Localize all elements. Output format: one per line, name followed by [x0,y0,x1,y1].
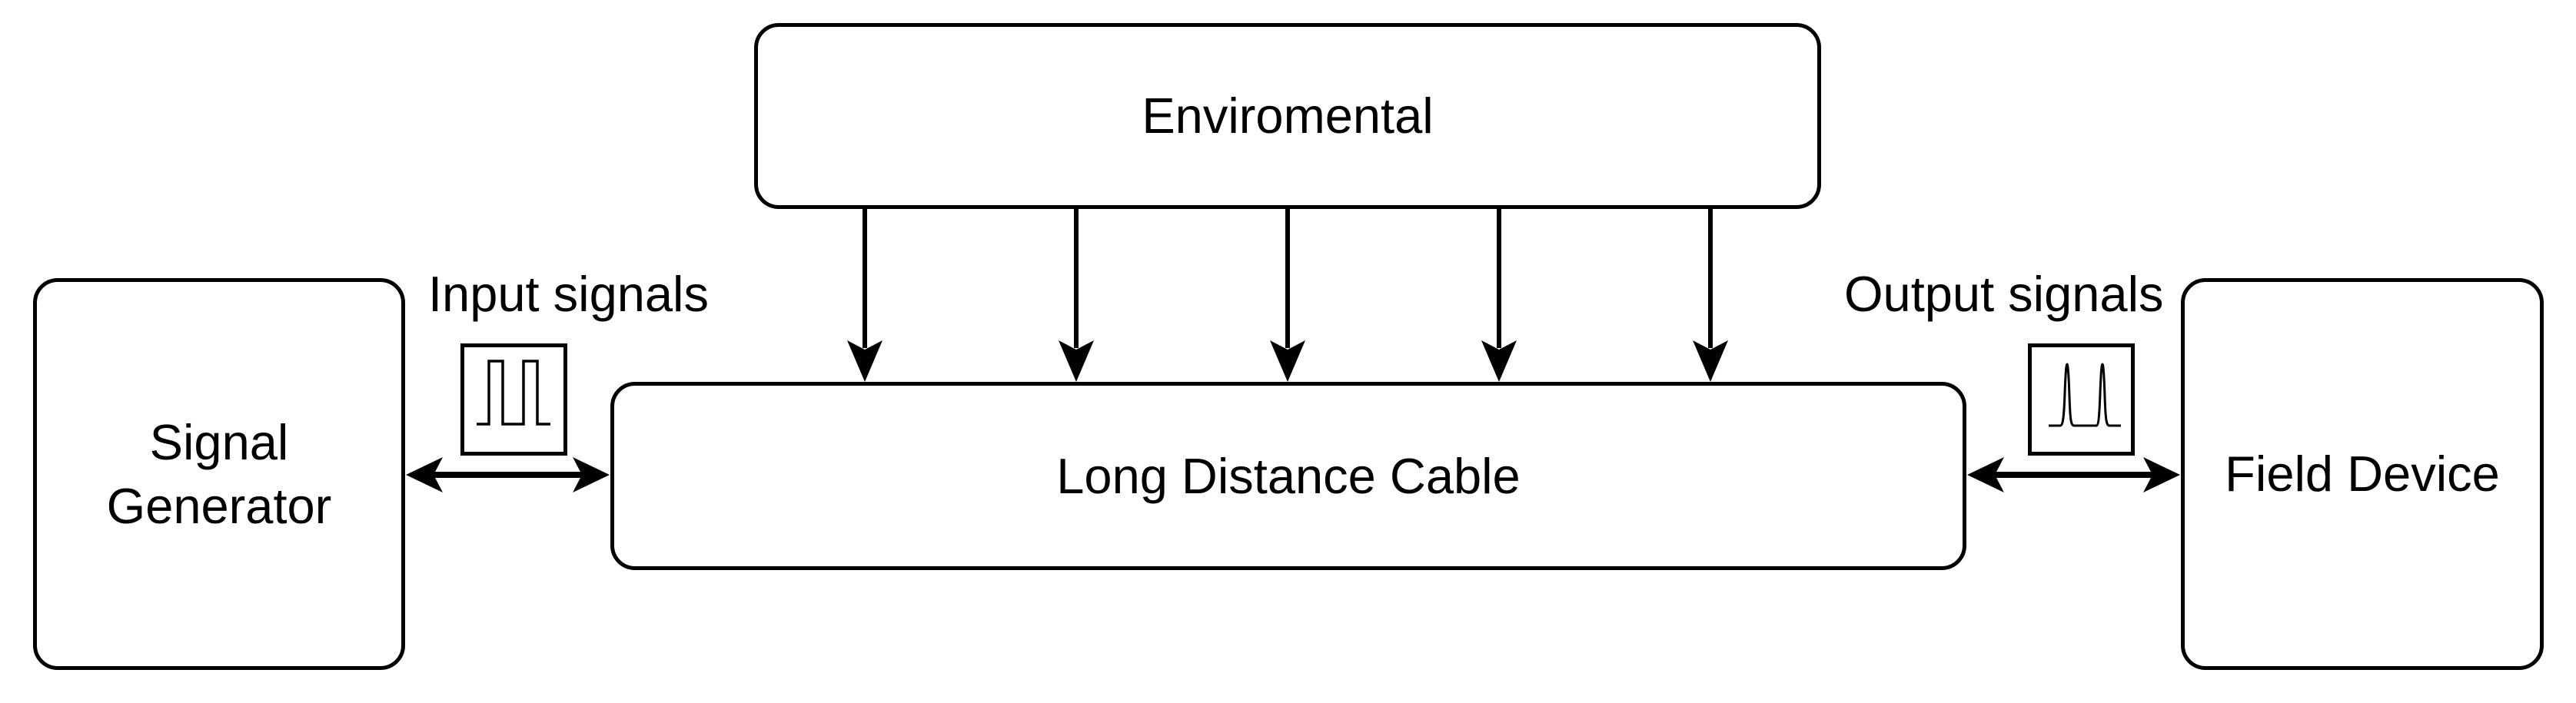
cable-field-device-double-arrow [1967,457,2180,492]
disturbance-arrow [847,208,882,382]
output-signals-label: Output signals [1844,266,2164,322]
field-device-box-label: Field Device [2225,446,2500,502]
environmental-box-label: Enviromental [1142,88,1434,144]
input-waveform-icon-box [460,343,567,456]
square-pulse-waveform-icon [477,360,550,426]
field-device-box: Field Device [2181,278,2544,670]
signal-generator-box: Signal Generator [33,278,405,670]
signal-generator-box-label: Signal Generator [106,413,332,534]
input-signals-label: Input signals [428,266,709,322]
disturbance-arrow [1270,208,1305,382]
output-waveform-icon-box [2028,343,2135,456]
environmental-box: Enviromental [754,23,1821,209]
long-distance-cable-box-label: Long Distance Cable [1056,447,1521,504]
distorted-pulse-waveform-icon [2049,363,2121,427]
generator-cable-double-arrow [406,457,610,492]
long-distance-cable-box: Long Distance Cable [610,382,1966,570]
disturbance-arrow [1481,208,1517,382]
disturbance-arrow [1059,208,1094,382]
disturbance-arrow [1693,208,1728,382]
